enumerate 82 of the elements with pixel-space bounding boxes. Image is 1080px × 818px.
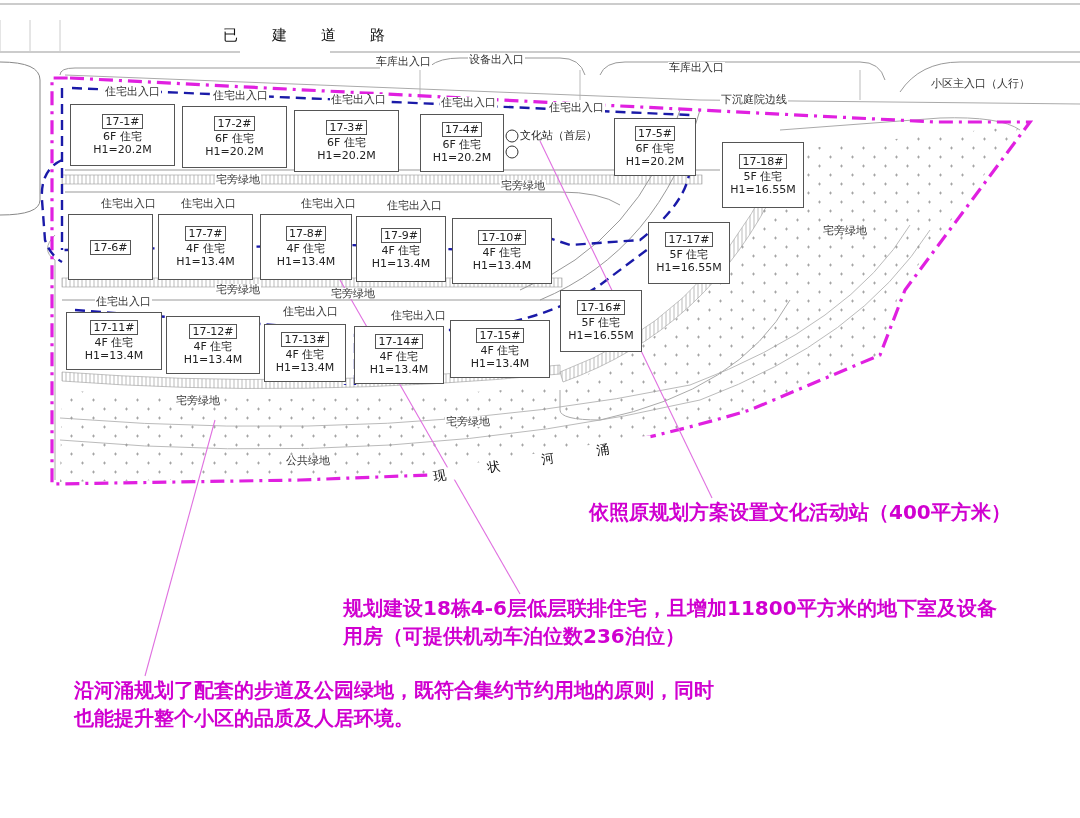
building-height-label: 4F 住宅 H1=13.4M bbox=[471, 246, 533, 273]
building-block bbox=[158, 214, 253, 280]
building-height-label: 4F 住宅 H1=13.4M bbox=[370, 244, 432, 271]
building-number: 17-7# bbox=[185, 225, 226, 241]
area-label: 宅旁绿地 bbox=[215, 174, 261, 185]
area-label: 宅旁绿地 bbox=[215, 284, 261, 295]
building-number: 17-16# bbox=[577, 299, 625, 315]
building-block bbox=[66, 312, 162, 370]
building-height-label: 6F 住宅 H1=20.2M bbox=[624, 142, 686, 169]
building-number: 17-3# bbox=[326, 119, 367, 135]
building-block bbox=[68, 214, 153, 280]
area-label: 公共绿地 bbox=[285, 455, 331, 466]
building-number: 17-8# bbox=[285, 225, 327, 241]
building-block bbox=[182, 106, 287, 168]
building-number: 17-1# bbox=[102, 113, 143, 129]
area-label: 住宅出入口 bbox=[386, 200, 443, 211]
callout-text: 规划建设18栋4-6层低层联排住宅，且增加11800平方米的地下室及设备用房（可提供机动车泊位数236泊位） bbox=[343, 594, 1008, 650]
building-height-label: 4F 住宅 H1=13.4M bbox=[83, 336, 145, 363]
building-block bbox=[354, 326, 444, 384]
building-height-label: 4F 住宅 H1=13.4M bbox=[469, 344, 531, 371]
area-label: 住宅出入口 bbox=[300, 198, 357, 209]
building-block bbox=[648, 222, 730, 284]
building-block bbox=[560, 290, 642, 352]
building-height-label: 6F 住宅 H1=20.2M bbox=[316, 136, 377, 163]
facility-label: 文化站（首层） bbox=[520, 130, 597, 141]
building-number: 17-4# bbox=[441, 121, 483, 137]
building-number: 17-15# bbox=[476, 327, 524, 343]
building-block bbox=[294, 110, 399, 172]
building-height-label: 5F 住宅 H1=16.55M bbox=[729, 170, 797, 197]
area-label: 下沉庭院边线 bbox=[720, 94, 788, 105]
building-number: 17-12# bbox=[189, 323, 237, 339]
building-number: 17-17# bbox=[665, 231, 713, 247]
callout-text: 依照原规划方案设置文化活动站（400平方米） bbox=[589, 498, 1069, 526]
area-label: 住宅出入口 bbox=[212, 90, 269, 101]
area-label: 宅旁绿地 bbox=[445, 416, 491, 427]
building-number: 17-13# bbox=[281, 331, 329, 347]
building-height-label: 4F 住宅 H1=13.4M bbox=[182, 340, 244, 367]
building-block bbox=[722, 142, 804, 208]
building-number: 17-2# bbox=[214, 115, 255, 131]
area-label: 宅旁绿地 bbox=[330, 288, 376, 299]
building-block bbox=[264, 324, 346, 382]
area-label: 住宅出入口 bbox=[104, 86, 161, 97]
building-block bbox=[70, 104, 175, 166]
area-label: 住宅出入口 bbox=[95, 296, 152, 307]
building-height-label: 6F 住宅 H1=20.2M bbox=[92, 130, 153, 157]
building-number: 17-14# bbox=[375, 333, 423, 349]
building-block bbox=[260, 214, 352, 280]
building-block bbox=[452, 218, 552, 284]
area-label: 住宅出入口 bbox=[180, 198, 237, 209]
building-block bbox=[166, 316, 260, 374]
area-label: 住宅出入口 bbox=[282, 306, 339, 317]
area-label: 宅旁绿地 bbox=[822, 225, 868, 236]
building-number: 17-9# bbox=[380, 227, 422, 243]
area-label: 宅旁绿地 bbox=[175, 395, 221, 406]
building-height-label: 4F 住宅 H1=13.4M bbox=[274, 348, 336, 375]
building-height-label: 5F 住宅 H1=16.55M bbox=[655, 248, 723, 275]
building-number: 17-5# bbox=[634, 125, 676, 141]
area-label: 住宅出入口 bbox=[100, 198, 157, 209]
building-height-label: 5F 住宅 H1=16.55M bbox=[567, 316, 635, 343]
area-label: 车库出入口 bbox=[668, 62, 725, 73]
building-number: 17-6# bbox=[90, 239, 131, 255]
building-number: 17-18# bbox=[739, 153, 787, 169]
area-label: 宅旁绿地 bbox=[500, 180, 546, 191]
area-label: 住宅出入口 bbox=[390, 310, 447, 321]
area-label: 住宅出入口 bbox=[330, 94, 387, 105]
building-block bbox=[614, 118, 696, 176]
building-block bbox=[356, 216, 446, 282]
building-block bbox=[450, 320, 550, 378]
building-height-label: 6F 住宅 H1=20.2M bbox=[204, 132, 265, 159]
leader-line bbox=[144, 419, 216, 677]
building-height-label: 6F 住宅 H1=20.2M bbox=[431, 138, 493, 165]
area-label: 车库出入口 bbox=[375, 56, 432, 67]
building-number: 17-10# bbox=[478, 229, 526, 245]
building-height-label: 4F 住宅 H1=13.4M bbox=[275, 242, 337, 269]
area-label: 住宅出入口 bbox=[440, 97, 497, 108]
area-label: 设备出入口 bbox=[468, 54, 525, 65]
building-height-label: 4F 住宅 H1=13.4M bbox=[368, 350, 430, 377]
building-block bbox=[420, 114, 504, 172]
building-height-label: 4F 住宅 H1=13.4M bbox=[175, 242, 236, 269]
building-number: 17-11# bbox=[90, 319, 138, 335]
callout-text: 沿河涌规划了配套的步道及公园绿地，既符合集约节约用地的原则，同时也能提升整个小区的品质及人居环境。 bbox=[74, 676, 719, 732]
area-label: 住宅出入口 bbox=[548, 102, 605, 113]
